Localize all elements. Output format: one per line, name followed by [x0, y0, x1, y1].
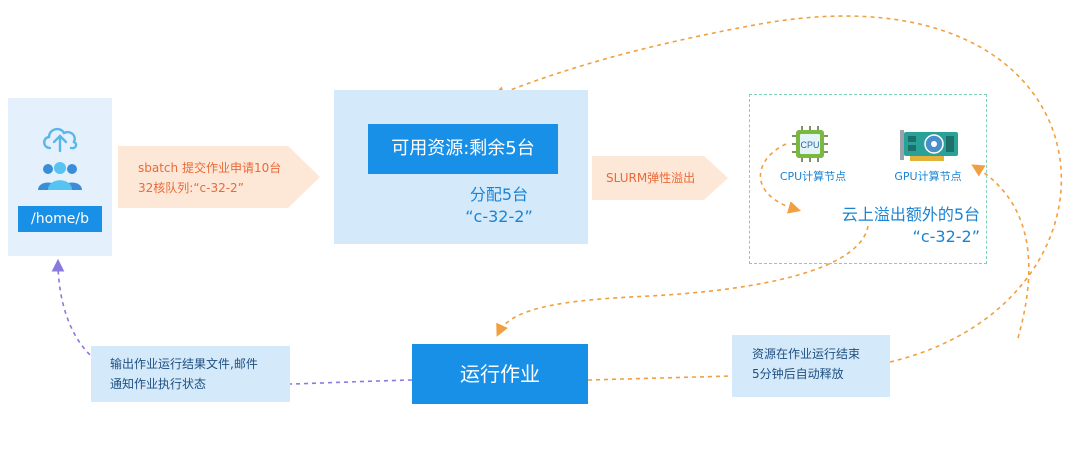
submit-step-line2: 32核队列:“c-32-2”	[138, 181, 244, 195]
allocation-line2: “c-32-2”	[465, 207, 533, 226]
submit-step-line1: sbatch 提交作业申请10台	[138, 161, 282, 175]
submit-step-arrow	[118, 146, 320, 208]
release-to-resource-connector	[492, 15, 1063, 363]
cpu-node-label: CPU计算节点	[779, 170, 847, 183]
run-job-box: 运行作业	[412, 344, 588, 404]
release-line1: 资源在作业运行结束	[752, 347, 861, 361]
release-text: 资源在作业运行结束 5分钟后自动释放	[752, 344, 860, 384]
run-to-release-connector	[587, 375, 733, 381]
cloud-overflow-line1: 云上溢出额外的5台	[841, 205, 980, 224]
overflow-step-arrow	[592, 156, 728, 200]
cloud-upload-icon	[43, 127, 78, 153]
gpu-node-label: GPU计算节点	[894, 170, 962, 183]
output-to-user-connector	[51, 258, 97, 361]
overflow-step-label: SLURM弹性溢出	[606, 171, 696, 185]
cloud-node-box	[749, 94, 987, 264]
cloud-to-run-connector	[496, 225, 869, 337]
users-icon	[38, 162, 82, 190]
output-text: 输出作业运行结果文件,邮件 通知作业执行状态	[110, 354, 258, 394]
run-to-output-connector	[289, 379, 413, 385]
output-line2: 通知作业执行状态	[110, 377, 207, 391]
release-to-gpu-connector	[971, 164, 1030, 339]
submit-step-text: sbatch 提交作业申请10台 32核队列:“c-32-2”	[138, 158, 281, 198]
output-line1: 输出作业运行结果文件,邮件	[110, 357, 258, 371]
resource-title: 可用资源:剩余5台	[368, 124, 558, 174]
cloud-overflow-text: 云上溢出额外的5台 “c-32-2”	[800, 204, 980, 248]
release-line2: 5分钟后自动释放	[752, 367, 844, 381]
allocation-text: 分配5台 “c-32-2”	[440, 184, 558, 228]
home-path-label: /home/b	[18, 206, 102, 232]
cpu-chip-icon: CPU	[792, 126, 828, 162]
output-box	[91, 346, 290, 402]
cpu-chip-text: CPU	[800, 140, 819, 150]
gpu-card-icon	[900, 130, 958, 161]
release-box	[732, 335, 890, 397]
allocation-line1: 分配5台	[469, 185, 529, 204]
cpu-to-cloud-connector	[759, 143, 802, 214]
cloud-overflow-line2: “c-32-2”	[912, 227, 980, 246]
